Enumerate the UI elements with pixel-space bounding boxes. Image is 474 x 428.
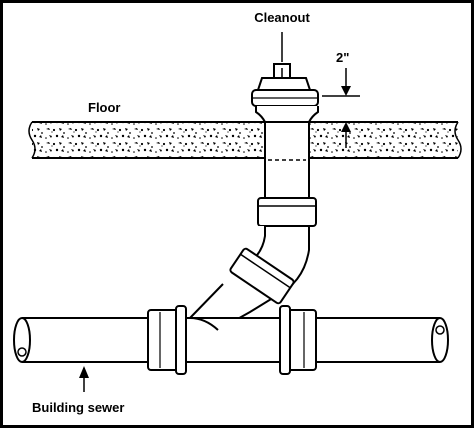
cleanout-label: Cleanout <box>254 10 310 25</box>
dimension-label: 2" <box>336 50 349 65</box>
building-sewer-arrow <box>79 366 89 392</box>
building-sewer-pipe <box>13 317 449 363</box>
riser-coupling <box>257 197 317 227</box>
sewer-hub-right <box>279 305 317 375</box>
cleanout-fitting <box>251 63 319 123</box>
floor-slab <box>28 121 462 159</box>
building-sewer-label: Building sewer <box>32 400 124 415</box>
sewer-hub-left <box>147 305 187 375</box>
floor-label: Floor <box>88 100 121 115</box>
pipe-elbow <box>176 226 310 331</box>
dimension-marker <box>322 68 360 148</box>
